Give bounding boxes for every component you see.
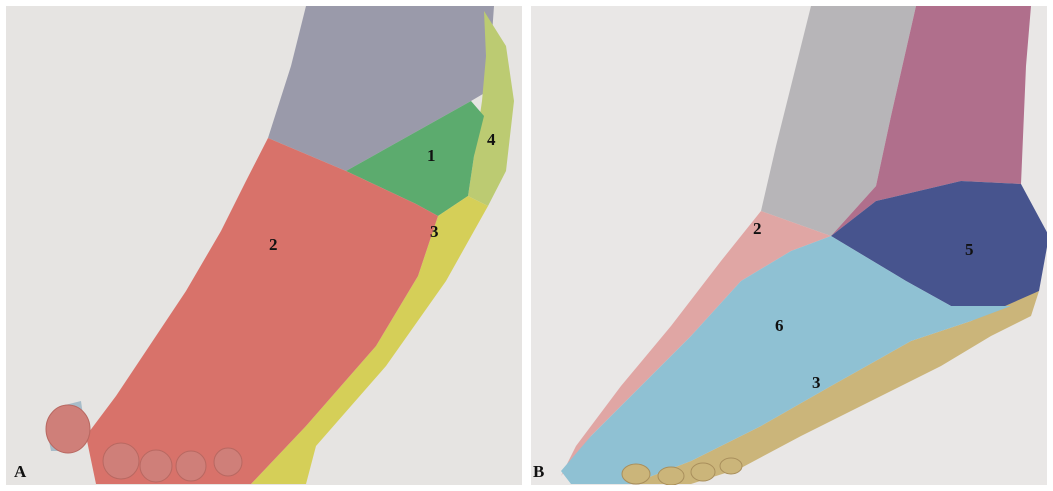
region-label-4: 4 (487, 130, 496, 150)
region-label-3: 3 (812, 373, 821, 393)
region-label-2: 2 (269, 235, 278, 255)
region-label-3: 3 (430, 222, 439, 242)
panel-letter-b: B (533, 462, 544, 482)
region-2-area (86, 138, 438, 484)
region-label-2: 2 (753, 219, 762, 239)
region-label-6: 6 (775, 316, 784, 336)
panel-a-illustration (6, 6, 522, 485)
panel-b-plantar-foot: 2 3 5 6 B (531, 6, 1047, 485)
panel-a-dorsal-foot: 1 2 3 4 A (6, 6, 522, 485)
region-label-1: 1 (427, 146, 436, 166)
panel-letter-a: A (14, 462, 26, 482)
region-label-5: 5 (965, 240, 974, 260)
